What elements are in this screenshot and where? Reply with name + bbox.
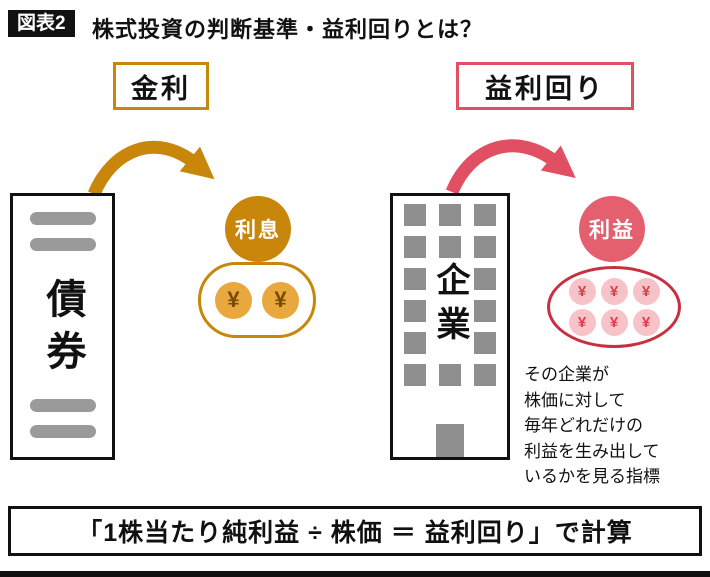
yen-coin: ¥ (568, 278, 596, 305)
building-window (404, 364, 426, 386)
bond-line-decoration (29, 399, 96, 412)
bond-line-decoration (29, 425, 96, 438)
profit-arrow (445, 139, 576, 195)
building-window (474, 300, 496, 322)
building-window (474, 204, 496, 226)
yen-coin: ¥ (632, 309, 660, 336)
bottom-divider (0, 571, 710, 577)
bond-line-decoration (29, 238, 96, 251)
building-window (474, 236, 496, 258)
profit-circle-label: 利益 (589, 219, 635, 242)
yen-symbol: ¥ (641, 283, 651, 300)
profit-coins-ellipse: ¥ ¥ ¥ ¥ ¥ ¥ (547, 266, 681, 348)
building-window (439, 236, 461, 258)
yen-symbol: ¥ (641, 314, 651, 331)
building-window (474, 364, 496, 386)
coin-row: ¥ ¥ ¥ (568, 309, 660, 336)
interest-coins-pill: ¥ ¥ (198, 262, 316, 338)
yen-symbol: ¥ (609, 314, 619, 331)
bond-illustration: 債券 (10, 193, 115, 460)
yen-coin: ¥ (568, 309, 596, 336)
building-window (404, 268, 426, 290)
yen-coin: ¥ (215, 281, 252, 319)
building-window (404, 204, 426, 226)
yen-coin: ¥ (600, 278, 628, 305)
yen-symbol: ¥ (577, 283, 587, 300)
building-window (474, 332, 496, 354)
building-window (404, 332, 426, 354)
building-window (439, 204, 461, 226)
interest-circle: 利息 (225, 196, 291, 262)
earnings-yield-label-box: 益利回り (456, 62, 634, 110)
figure-title: 株式投資の判断基準・益利回りとは？ (92, 17, 484, 42)
profit-circle: 利益 (579, 196, 645, 262)
interest-rate-label: 金利 (131, 73, 191, 104)
yen-coin: ¥ (632, 278, 660, 305)
yen-symbol: ¥ (609, 283, 619, 300)
building-window (439, 364, 461, 386)
yen-symbol: ¥ (274, 287, 287, 312)
yen-coin: ¥ (600, 309, 628, 336)
yen-symbol: ¥ (577, 314, 587, 331)
interest-circle-label: 利息 (235, 219, 281, 242)
building-window (404, 300, 426, 322)
figure-number-badge: 図表2 (8, 10, 75, 37)
building-door (436, 424, 464, 457)
bond-label: 債券 (40, 278, 85, 382)
building-window (474, 268, 496, 290)
company-building-illustration: 企業 (390, 193, 510, 460)
earnings-yield-label: 益利回り (485, 73, 605, 104)
formula-text: 「1株当たり純利益 ÷ 株価 ＝ 益利回り」で計算 (77, 519, 633, 547)
earnings-yield-note: その企業が 株価に対して 毎年どれだけの 利益を生み出して いるかを見る指標 (524, 365, 660, 486)
building-window (404, 236, 426, 258)
yen-coin: ¥ (262, 281, 299, 319)
company-label: 企業 (431, 262, 469, 350)
yen-symbol: ¥ (227, 287, 240, 312)
interest-rate-label-box: 金利 (113, 62, 209, 110)
bond-line-decoration (29, 212, 96, 225)
interest-arrow (87, 140, 215, 197)
formula-box: 「1株当たり純利益 ÷ 株価 ＝ 益利回り」で計算 (8, 506, 702, 556)
coin-row: ¥ ¥ ¥ (568, 278, 660, 305)
